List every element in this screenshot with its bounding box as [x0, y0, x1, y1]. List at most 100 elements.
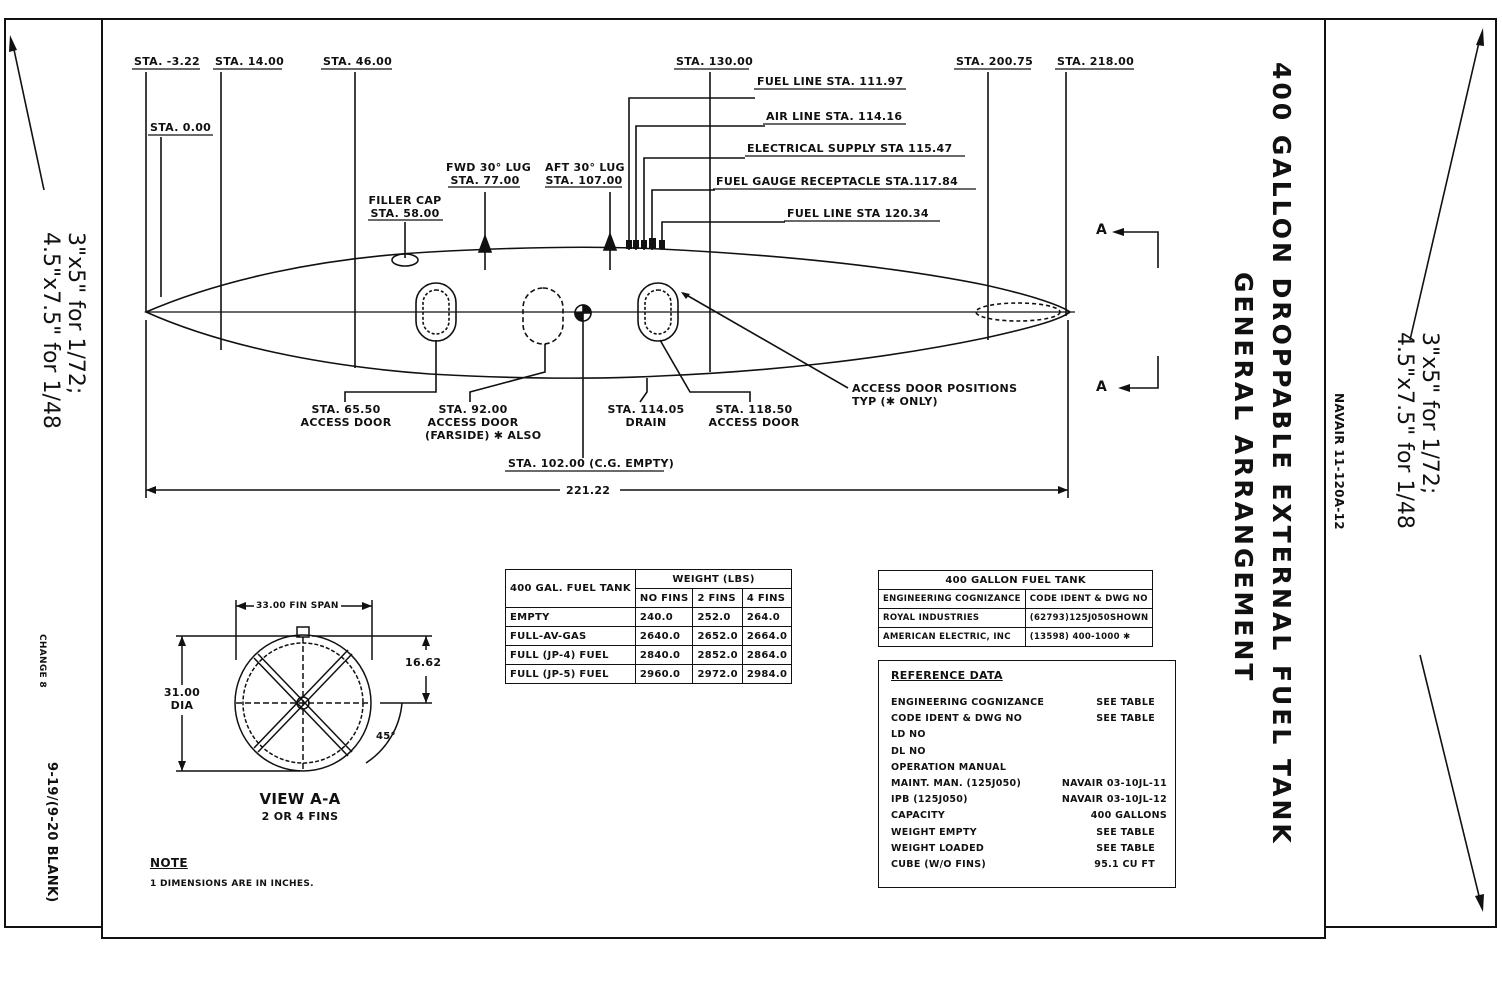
- electrical-supply-label: ELECTRICAL SUPPLY STA 115.47: [747, 142, 953, 155]
- sta-130-label: STA. 130.00: [676, 55, 754, 68]
- view-aa-outer: [234, 634, 372, 772]
- cell: 2840.0: [634, 645, 694, 665]
- reference-row: IPB (125J050)NAVAIR 03-10JL-12: [891, 792, 1167, 808]
- left-arrow-line: [12, 44, 45, 191]
- fwd-lug-line2: STA. 77.00: [450, 174, 520, 187]
- sta-218-label: STA. 218.00: [1057, 55, 1135, 68]
- tail-detail: [975, 302, 1061, 322]
- angle-label: 45°: [376, 731, 396, 742]
- weight-table-header-group: WEIGHT (LBS): [634, 569, 793, 589]
- air-line-leader: [635, 125, 765, 250]
- table-row: EMPTY 240.0 252.0 264.0: [505, 607, 793, 627]
- reference-row: MAINT. MAN. (125J050)NAVAIR 03-10JL-11: [891, 776, 1167, 792]
- reference-row: DL NO: [891, 744, 1167, 760]
- cell: 2852.0: [692, 645, 743, 665]
- section-arrow-bottom: [1125, 356, 1159, 389]
- table-row: FULL-AV-GAS 2640.0 2652.0 2664.0: [505, 626, 793, 646]
- sta65-leader: [344, 340, 437, 402]
- access-positions-label: ACCESS DOOR POSITIONS TYP (✱ ONLY): [852, 382, 1017, 408]
- cell: ROYAL INDUSTRIES: [878, 608, 1026, 628]
- ref-value: SEE TABLE: [1096, 842, 1155, 854]
- aft-lug-label: AFT 30° LUG STA. 107.00: [545, 161, 625, 187]
- filler-cap-line2: STA. 58.00: [370, 207, 440, 220]
- sta-65-label: STA. 65.50 ACCESS DOOR: [300, 403, 392, 429]
- sta92-leader: [469, 344, 546, 402]
- overall-arrow-right: [1058, 486, 1068, 494]
- table-row: FULL (JP-4) FUEL 2840.0 2852.0 2864.0: [505, 645, 793, 665]
- reference-row: CUBE (W/O FINS) 95.1 CU FT: [891, 857, 1167, 873]
- fitting-2: [633, 240, 639, 249]
- air-line-label: AIR LINE STA. 114.16: [766, 110, 903, 123]
- cell: 264.0: [741, 607, 793, 627]
- ref-value: 95.1 CU FT: [1094, 859, 1155, 871]
- sta-114-line1: STA. 114.05: [607, 403, 685, 416]
- row-label: FULL (JP-4) FUEL: [505, 645, 636, 665]
- reference-row: LD NO: [891, 727, 1167, 743]
- fin-span-label: 33.00 FIN SPAN: [254, 600, 341, 613]
- ref-key: WEIGHT LOADED: [891, 842, 985, 854]
- cell: (13598) 400-1000 ✱: [1024, 627, 1154, 647]
- filler-cap-line1: FILLER CAP: [368, 194, 442, 207]
- fuel-line-1-leader: [628, 97, 755, 250]
- sta118-leader: [659, 339, 751, 402]
- access-door-92: [522, 287, 564, 345]
- row-label: EMPTY: [505, 607, 636, 627]
- cg-quadrant-1: [582, 304, 592, 314]
- ref-key: LD NO: [891, 729, 926, 741]
- ref-value: SEE TABLE: [1096, 713, 1155, 725]
- fitting-3: [641, 240, 647, 249]
- ref-key: CUBE (W/O FINS): [891, 859, 987, 871]
- ref-value: NAVAIR 03-10JL-12: [1061, 794, 1167, 806]
- access-door-118: [637, 282, 679, 342]
- gauge-leader: [651, 189, 715, 250]
- sta-92-label: STA. 92.00 ACCESS DOOR (FARSIDE) ✱ ALSO: [425, 403, 541, 442]
- sta-92-line1: STA. 92.00: [438, 403, 508, 416]
- section-arrowhead-top: [1112, 228, 1124, 236]
- cell: 2864.0: [741, 645, 793, 665]
- angle-arc: [365, 702, 403, 764]
- aft-lug-line2: STA. 107.00: [545, 174, 623, 187]
- table-row: ROYAL INDUSTRIES (62793)125J050SHOWN: [878, 608, 1154, 628]
- right-arrow-line-top: [1409, 37, 1481, 341]
- cell: 2960.0: [634, 664, 694, 684]
- sta-92-line2: ACCESS DOOR: [427, 416, 519, 429]
- section-arrowhead-bottom: [1118, 384, 1130, 392]
- aft-lug: [602, 231, 618, 251]
- sta-14-label: STA. 14.00: [215, 55, 285, 68]
- cell: 240.0: [634, 607, 694, 627]
- ref-value: NAVAIR 03-10JL-11: [1061, 778, 1167, 790]
- cell: 2664.0: [741, 626, 793, 646]
- sta114-leader: [639, 378, 648, 403]
- right-arrow-head-bottom: [1475, 894, 1484, 912]
- sta-102-label: STA. 102.00 (C.G. EMPTY): [508, 457, 675, 470]
- sta-114-line2: DRAIN: [625, 416, 667, 429]
- access-positions-line2: TYP (✱ ONLY): [852, 395, 938, 408]
- reference-row: OPERATION MANUAL: [891, 760, 1167, 776]
- fwd-lug: [477, 233, 493, 253]
- access-positions-arrowhead: [681, 292, 690, 299]
- ref-key: OPERATION MANUAL: [891, 761, 1007, 773]
- cognizance-col1: ENGINEERING COGNIZANCE: [878, 589, 1026, 609]
- sta-114-label: STA. 114.05 DRAIN: [606, 403, 686, 429]
- reference-row: WEIGHT LOADED SEE TABLE: [891, 841, 1167, 857]
- fitting-4: [649, 238, 656, 249]
- dia-line1: 31.00: [163, 686, 201, 699]
- fuel-gauge-label: FUEL GAUGE RECEPTACLE STA.117.84: [716, 175, 959, 188]
- access-door-65-inner: [422, 289, 450, 335]
- left-arrow-head: [9, 35, 17, 52]
- ref-key: DL NO: [891, 745, 926, 757]
- cell: AMERICAN ELECTRIC, INC: [878, 627, 1026, 647]
- row-label: FULL (JP-5) FUEL: [505, 664, 636, 684]
- cell: 2984.0: [741, 664, 793, 684]
- access-positions-leader: [682, 292, 849, 389]
- cell: 252.0: [692, 607, 743, 627]
- weight-table-header-left: 400 GAL. FUEL TANK: [505, 569, 636, 608]
- fuel-line-2-label: FUEL LINE STA 120.34: [787, 207, 929, 220]
- ref-key: CODE IDENT & DWG NO: [891, 713, 1023, 725]
- section-mark-a-bottom: A: [1096, 379, 1108, 395]
